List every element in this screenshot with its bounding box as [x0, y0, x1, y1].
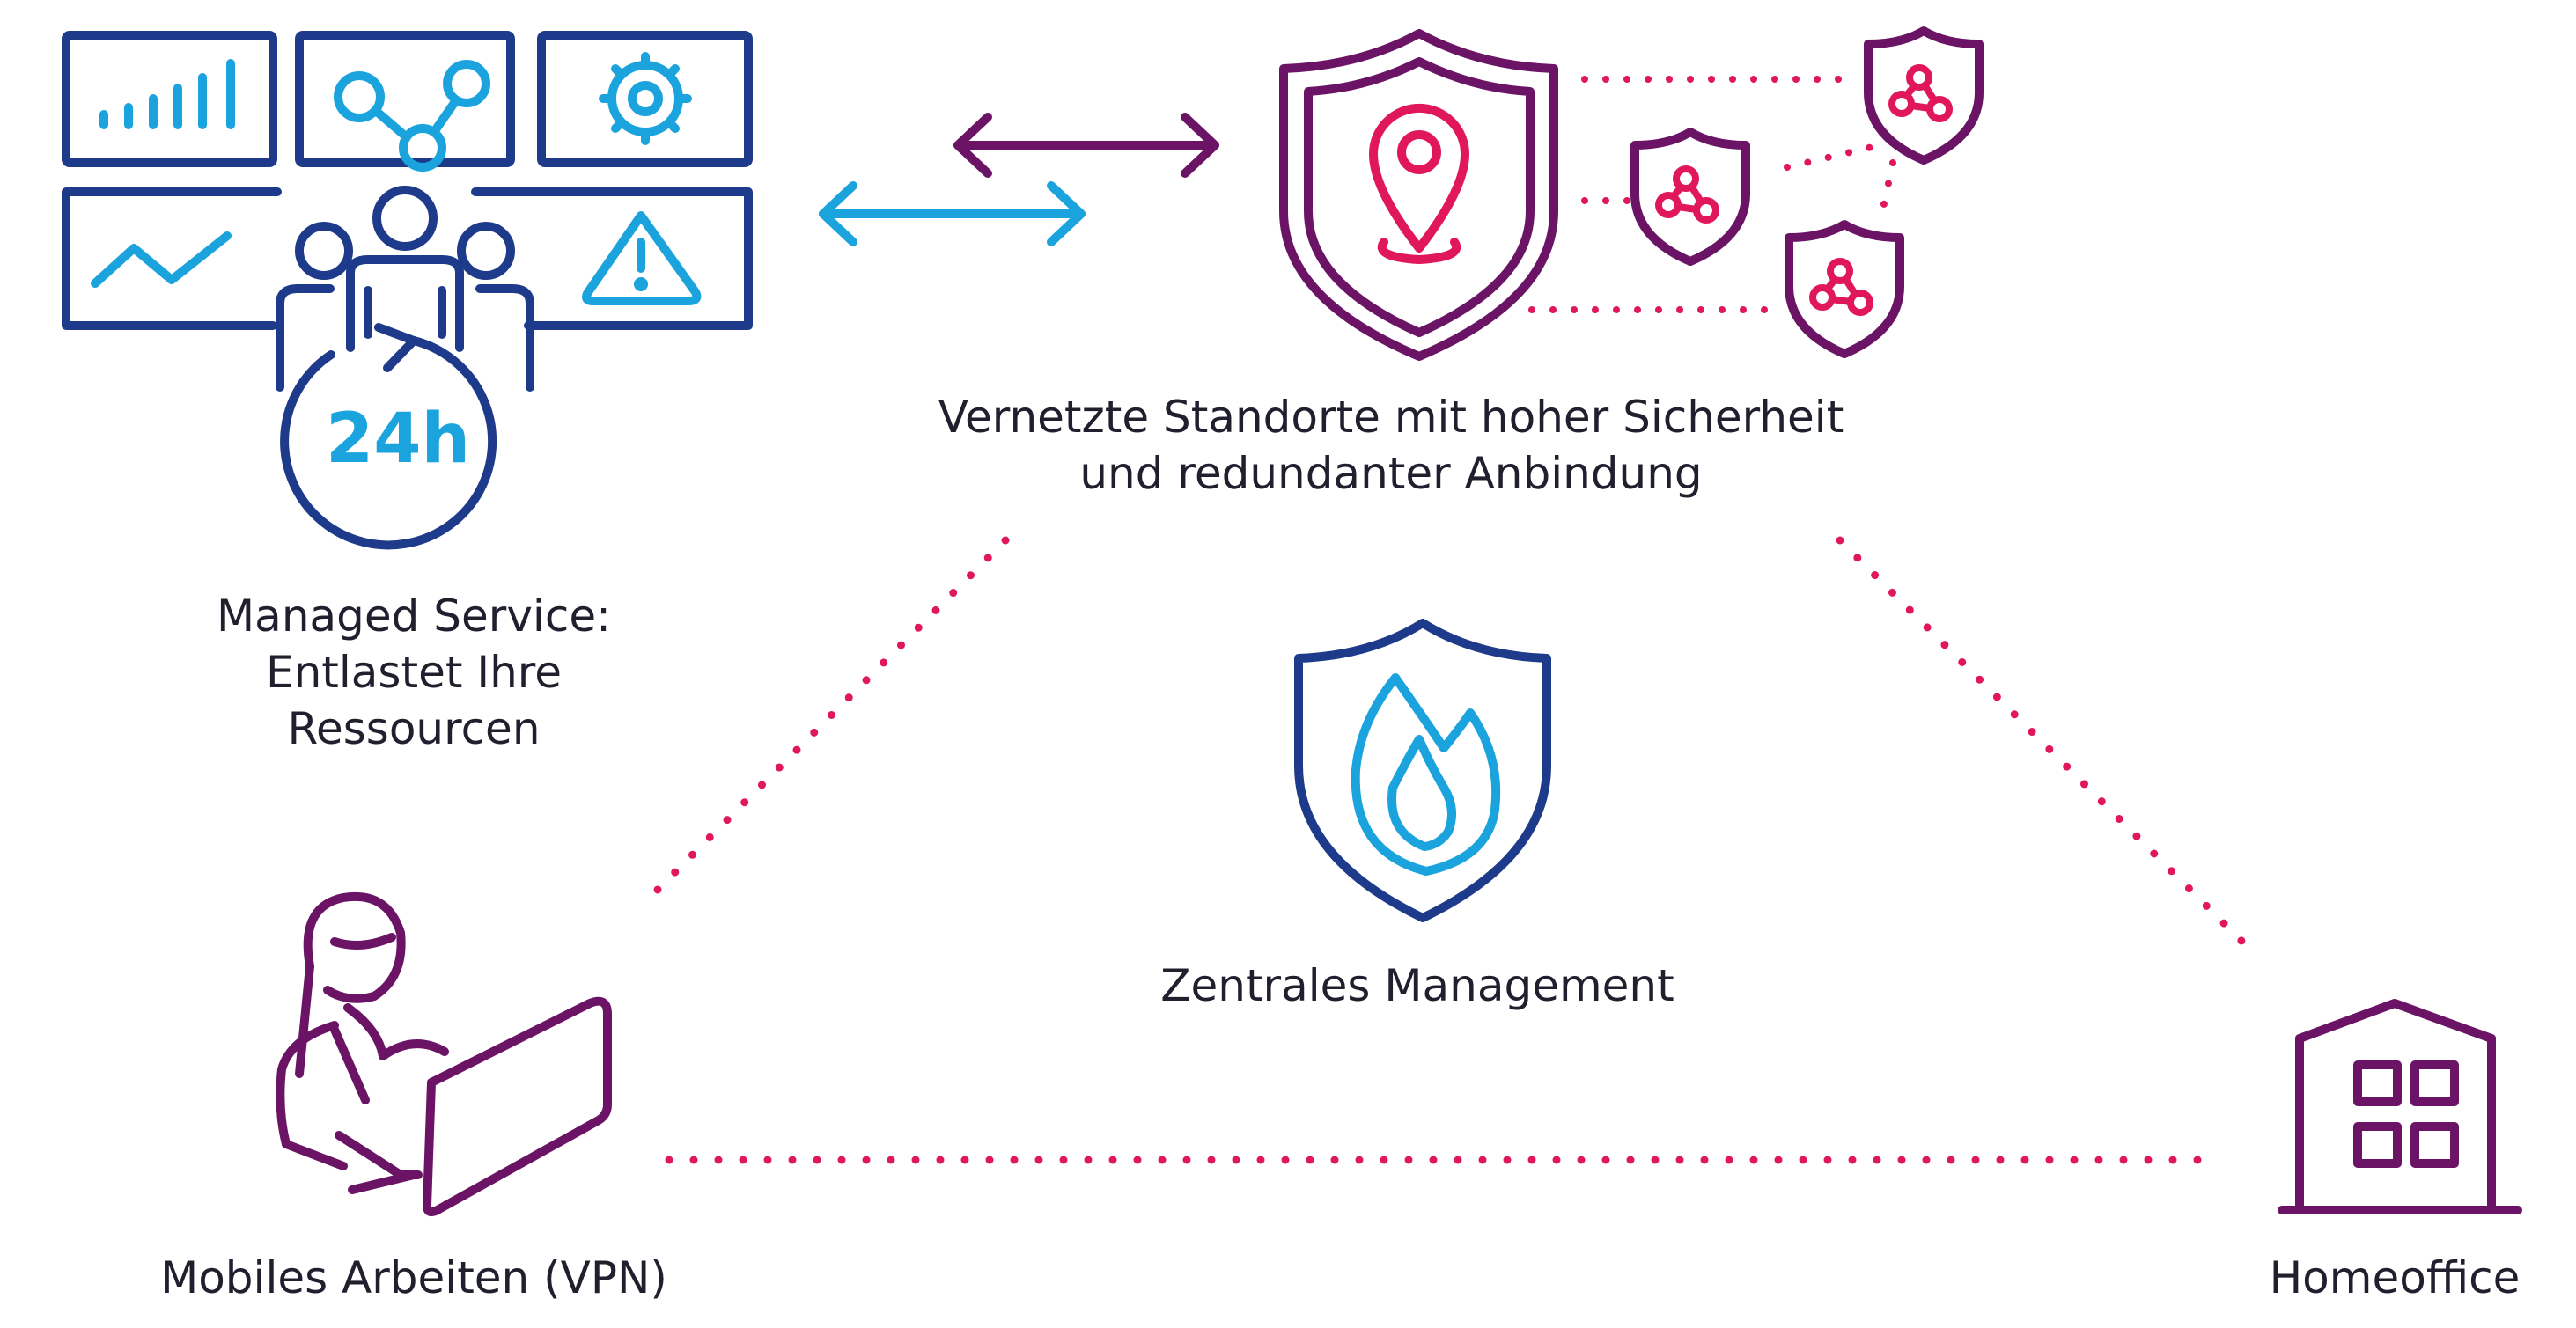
line-chart-icon: [91, 231, 232, 288]
team-icon: [276, 186, 534, 392]
vernetzte-line1: Vernetzte Standorte mit hoher Sicherheit: [938, 392, 1844, 443]
network-shield-icon: [1630, 26, 1984, 358]
connector-dots: [1528, 76, 1896, 313]
homeoffice-label: Homeoffice: [2269, 1252, 2521, 1303]
monitor-wall-icon: 24h: [62, 31, 753, 550]
location-shield-icon: [1279, 29, 1558, 361]
building-icon: [2278, 999, 2522, 1214]
clock-24h-icon: 24h: [280, 323, 497, 550]
zentrales-management-label: Zentrales Management: [1160, 960, 1674, 1011]
triangle-dotted-lines: [647, 536, 2254, 1164]
double-arrow-icon: [819, 113, 1219, 246]
person-laptop-icon: [276, 891, 612, 1217]
managed-service-line3: Ressourcen: [287, 703, 541, 754]
managed-service-line2: Entlastet Ihre: [266, 647, 562, 698]
managed-service-line1: Managed Service:: [217, 591, 611, 642]
clock-label: 24h: [326, 400, 470, 479]
managed-service-label: Managed Service: Entlastet Ihre Ressourc…: [141, 588, 687, 757]
network-nodes-icon: [334, 60, 490, 172]
warning-icon: [582, 211, 702, 305]
vernetzte-standorte-label: Vernetzte Standorte mit hoher Sicherheit…: [894, 389, 1888, 502]
bar-chart-icon: [99, 59, 235, 129]
gear-icon: [599, 52, 692, 145]
mobiles-arbeiten-label: Mobiles Arbeiten (VPN): [160, 1252, 667, 1303]
firewall-shield-icon: [1294, 619, 1551, 922]
vernetzte-line2: und redundanter Anbindung: [1079, 448, 1703, 499]
